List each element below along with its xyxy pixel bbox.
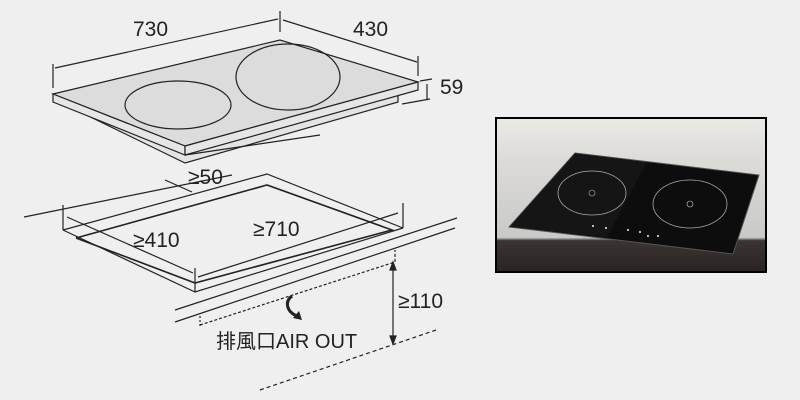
cooktop-photo-illustration [507, 152, 760, 255]
height-label: 59 [440, 76, 463, 99]
air-out-label: 排風口AIR OUT [216, 330, 357, 353]
width-dimension-line [54, 18, 279, 69]
cutout-width-label: ≥710 [253, 218, 300, 241]
width-label: 730 [133, 18, 168, 41]
product-photo [495, 117, 767, 273]
right-burner [235, 43, 341, 111]
left-burner [124, 80, 232, 130]
cutout-depth-label: ≥410 [133, 229, 180, 252]
vent-clearance-label: ≥110 [398, 290, 443, 313]
cutout-drawing [23, 173, 458, 391]
depth-dimension-line [282, 19, 418, 63]
hob-drawing [51, 39, 421, 164]
front-clearance-label: ≥50 [188, 166, 223, 189]
air-flow-arrow-icon [285, 294, 302, 320]
depth-label: 430 [353, 18, 388, 41]
